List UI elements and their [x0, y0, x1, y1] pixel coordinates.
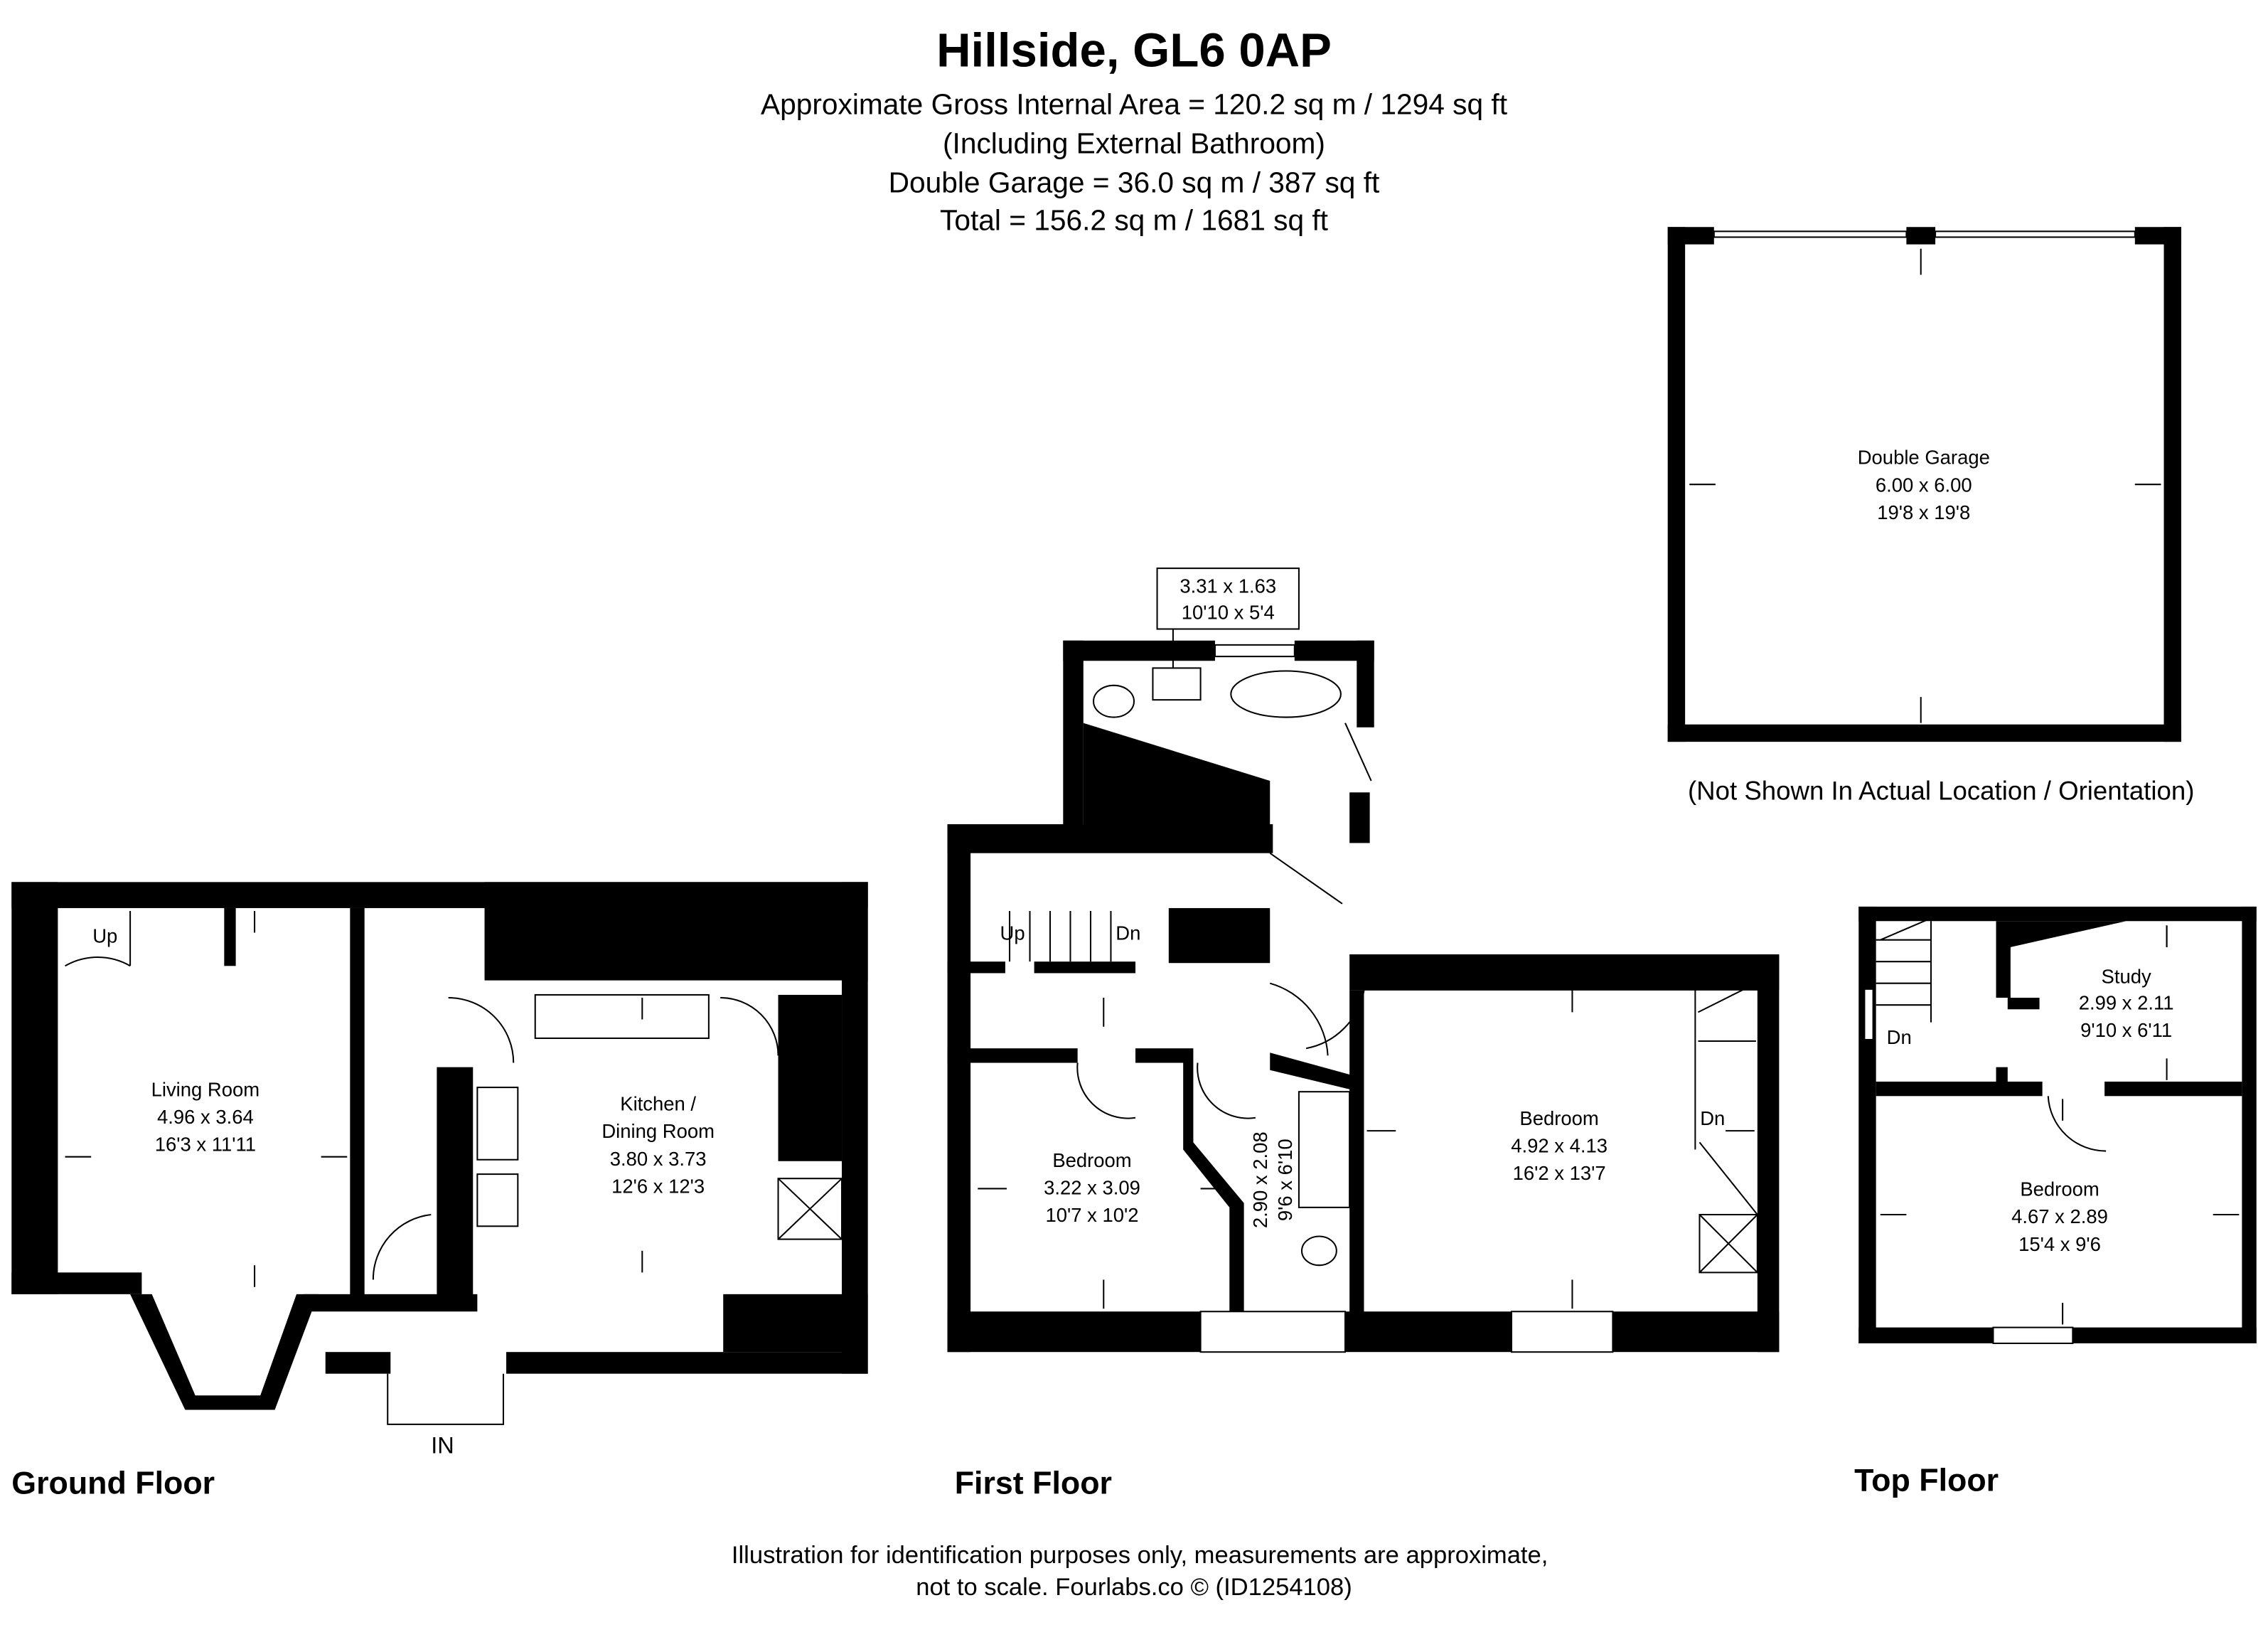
page-title: Hillside, GL6 0AP — [936, 24, 1332, 78]
ground-floor-label: Ground Floor — [11, 1465, 215, 1501]
kitchen-name: Kitchen / — [620, 1093, 696, 1115]
top-floor-plan: Dn Study 2.99 x 2.11 9'10 x 6'11 Bedroom… — [1854, 906, 2257, 1498]
garage-name: Double Garage — [1858, 447, 1990, 469]
stairs-down-label: Dn — [1116, 922, 1140, 944]
top-floor-label: Top Floor — [1854, 1462, 1999, 1498]
ground-floor-plan: Up Up Living Room 4.96 x 3.64 16'3 x 11'… — [11, 882, 868, 1501]
disclaimer-line-2: not to scale. Fourlabs.co © (ID1254108) — [916, 1574, 1352, 1601]
garage-metric: 6.00 x 6.00 — [1876, 474, 1972, 496]
garage-plan: Double Garage 6.00 x 6.00 19'8 x 19'8 (N… — [1667, 227, 2194, 805]
first-floor-label: First Floor — [955, 1465, 1112, 1501]
area-note: (Including External Bathroom) — [943, 127, 1325, 160]
living-room-metric: 4.96 x 3.64 — [157, 1106, 254, 1128]
kitchen-imperial: 12'6 x 12'3 — [611, 1176, 705, 1198]
gross-area: Approximate Gross Internal Area = 120.2 … — [761, 88, 1507, 121]
bathroom-metric: 2.90 x 2.08 — [1249, 1131, 1271, 1228]
study-metric: 2.99 x 2.11 — [2079, 991, 2174, 1013]
stairs-up-label: Up — [784, 1012, 809, 1034]
garage-note: (Not Shown In Actual Location / Orientat… — [1688, 776, 2194, 805]
bedroom-2-name: Bedroom — [1519, 1107, 1598, 1129]
bedroom-2-imperial: 16'2 x 13'7 — [1513, 1162, 1606, 1184]
ext-bathroom-metric: 3.31 x 1.63 — [1180, 575, 1276, 597]
study-imperial: 9'10 x 6'11 — [2080, 1019, 2172, 1041]
entrance-label: IN — [431, 1433, 454, 1459]
living-room-name: Living Room — [151, 1078, 260, 1100]
stairs-down-label: Dn — [1887, 1026, 1912, 1048]
living-room-imperial: 16'3 x 11'11 — [155, 1134, 256, 1156]
stairs-up-label: Up — [92, 925, 117, 947]
top-bedroom-imperial: 15'4 x 9'6 — [2018, 1233, 2101, 1255]
bedroom-1-imperial: 10'7 x 10'2 — [1045, 1204, 1138, 1226]
garage-imperial: 19'8 x 19'8 — [1877, 501, 1970, 523]
kitchen-metric: 3.80 x 3.73 — [610, 1148, 707, 1170]
bedroom-1-name: Bedroom — [1052, 1149, 1131, 1171]
total-area: Total = 156.2 sq m / 1681 sq ft — [940, 203, 1328, 236]
top-bedroom-name: Bedroom — [2020, 1178, 2099, 1200]
bedroom-2-metric: 4.92 x 4.13 — [1511, 1135, 1608, 1157]
study-name: Study — [2102, 966, 2151, 988]
footer: Illustration for identification purposes… — [732, 1542, 1548, 1601]
stairs-down-label: Dn — [1700, 1107, 1725, 1129]
ext-bathroom-imperial: 10'10 x 5'4 — [1182, 601, 1275, 623]
bedroom-1-metric: 3.22 x 3.09 — [1044, 1177, 1140, 1199]
bathroom-imperial: 9'6 x 6'10 — [1274, 1139, 1296, 1221]
stairs-up-label: Up — [1000, 922, 1025, 944]
kitchen-name-2: Dining Room — [601, 1120, 715, 1142]
top-bedroom-metric: 4.67 x 2.89 — [2011, 1205, 2108, 1227]
header: Hillside, GL6 0AP Approximate Gross Inte… — [761, 24, 1507, 237]
first-floor-plan: Up Dn Dn 3.31 x 1.63 10'10 x 5'4 2.90 x … — [947, 567, 2168, 1501]
disclaimer-line-1: Illustration for identification purposes… — [732, 1542, 1548, 1569]
garage-area: Double Garage = 36.0 sq m / 387 sq ft — [889, 166, 1380, 198]
